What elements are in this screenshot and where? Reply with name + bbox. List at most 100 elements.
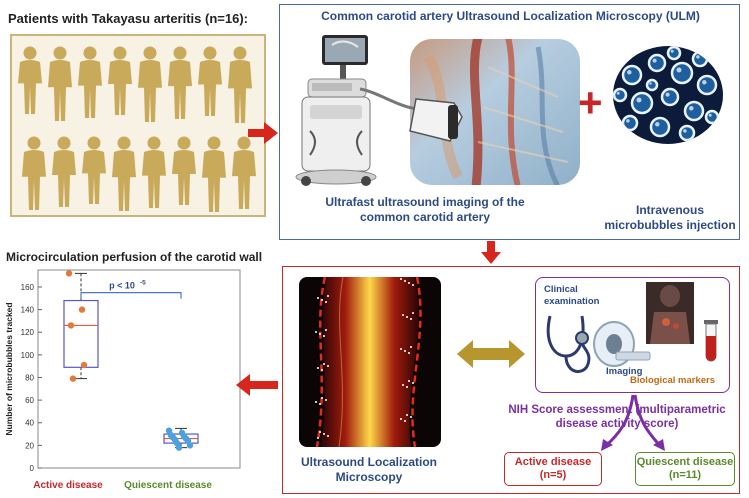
microbubble-track: [325, 329, 327, 331]
microbubble-track: [317, 437, 319, 439]
y-tick-label: 0: [30, 464, 35, 473]
microbubble-track: [400, 348, 402, 350]
microbubble: [704, 109, 720, 125]
microbubble-highlight: [649, 82, 652, 85]
patient-body: [112, 150, 136, 211]
ulm-density-map: [299, 277, 441, 447]
patient-body: [202, 150, 226, 212]
ultrafast-caption-line2: common carotid artery: [359, 210, 491, 224]
microbubble-track: [410, 318, 412, 320]
patient-silhouette: [138, 46, 162, 122]
patients-silhouettes-svg: [18, 46, 256, 212]
y-tick-label: 40: [25, 419, 34, 428]
arrow-down-icon: [481, 241, 501, 264]
microbubble-highlight: [676, 67, 682, 73]
microbubble-track: [327, 435, 329, 437]
microbubble-highlight: [689, 106, 694, 111]
microbubble-track: [404, 280, 406, 282]
patient-silhouette: [202, 136, 226, 212]
y-tick-label: 80: [25, 373, 34, 382]
patient-silhouette: [82, 136, 106, 204]
microbubble: [696, 74, 718, 96]
microbubble-track: [402, 384, 404, 386]
microbubbles-caption-line1: Intravenous: [635, 203, 704, 217]
patient-silhouette: [198, 46, 222, 116]
microbubble-track: [317, 297, 319, 299]
patient-body: [22, 150, 46, 210]
patient-silhouette: [228, 46, 252, 123]
nih-score-caption: NIH Score assessment (multiparametric di…: [493, 403, 741, 431]
patient-body: [52, 150, 76, 207]
plus-icon: +: [578, 79, 603, 126]
patient-head: [143, 46, 157, 60]
microbubble-track: [402, 314, 404, 316]
microbubble: [621, 114, 639, 132]
microbubble: [645, 78, 659, 92]
microbubble-highlight: [702, 80, 707, 85]
assessment-panel: Ultrasound Localization Microscopy Clini…: [282, 266, 740, 494]
microbubble-track: [319, 431, 321, 433]
nih-caption-line2: disease activity score): [555, 418, 679, 430]
patient-head: [87, 136, 101, 150]
quiescent-disease-label: Quiescent disease: [636, 456, 734, 468]
patient-body: [48, 60, 72, 121]
y-tick-label: 100: [21, 351, 35, 360]
patient-head: [173, 46, 187, 60]
patient-head: [117, 136, 131, 150]
microbubble-track: [321, 299, 323, 301]
pet-scan-image: [646, 282, 694, 344]
data-point: [175, 444, 183, 451]
microbubble-highlight: [696, 55, 700, 59]
patient-body: [168, 60, 192, 119]
y-tick-label: 60: [25, 396, 34, 405]
microbubble-track: [327, 295, 329, 297]
microbubble-track: [323, 433, 325, 435]
significance-bracket: [80, 292, 182, 299]
microbubble-track: [400, 278, 402, 280]
microbubble-highlight: [626, 119, 630, 123]
quiescent-disease-box: Quiescent disease (n=11): [635, 452, 735, 486]
microbubble-track: [406, 414, 408, 416]
microbubble-track: [408, 282, 410, 284]
microbubble-highlight: [708, 113, 712, 117]
patient-silhouette: [52, 136, 76, 207]
microbubble-track: [327, 365, 329, 367]
clinical-label: Clinical examination: [544, 284, 599, 308]
microbubble: [649, 116, 671, 138]
patient-head: [233, 46, 247, 60]
microbubble-track: [412, 312, 414, 314]
microbubble-highlight: [627, 70, 632, 75]
ulm-caption-line1: Ultrasound Localization: [300, 455, 437, 469]
microbubble-track: [325, 301, 327, 303]
quiescent-disease-count: (n=11): [668, 469, 702, 481]
patient-body: [78, 60, 102, 118]
microbubble: [666, 46, 682, 61]
patient-body: [18, 60, 42, 114]
patient-body: [198, 60, 222, 116]
patient-body: [232, 150, 256, 209]
patient-silhouette: [78, 46, 102, 118]
active-disease-label: Active disease: [514, 456, 592, 468]
microbubble: [678, 124, 696, 142]
microbubble-highlight: [655, 122, 660, 127]
ulm-caption: Ultrasound Localization Microscopy: [283, 455, 455, 485]
y-tick-label: 140: [21, 306, 35, 315]
microbubble-track: [410, 346, 412, 348]
microbubble-track: [321, 397, 323, 399]
patient-body: [138, 60, 162, 122]
active-disease-count: (n=5): [539, 469, 567, 481]
microbubble-highlight: [683, 129, 687, 133]
patient-head: [57, 136, 71, 150]
patient-head: [177, 136, 191, 150]
microbubble-highlight: [665, 92, 670, 97]
p-value-annotation: p < 10: [109, 281, 135, 291]
microbubble-track: [325, 399, 327, 401]
nih-caption-line1: NIH Score assessment (multiparametric: [508, 404, 726, 416]
clinical-label-line2: examination: [544, 296, 600, 307]
imaging-label: Imaging: [606, 366, 643, 377]
microbubble: [647, 53, 667, 73]
mri-scanner-icon: [593, 321, 651, 367]
patient-silhouette: [168, 46, 192, 119]
microbubble-track: [319, 333, 321, 335]
